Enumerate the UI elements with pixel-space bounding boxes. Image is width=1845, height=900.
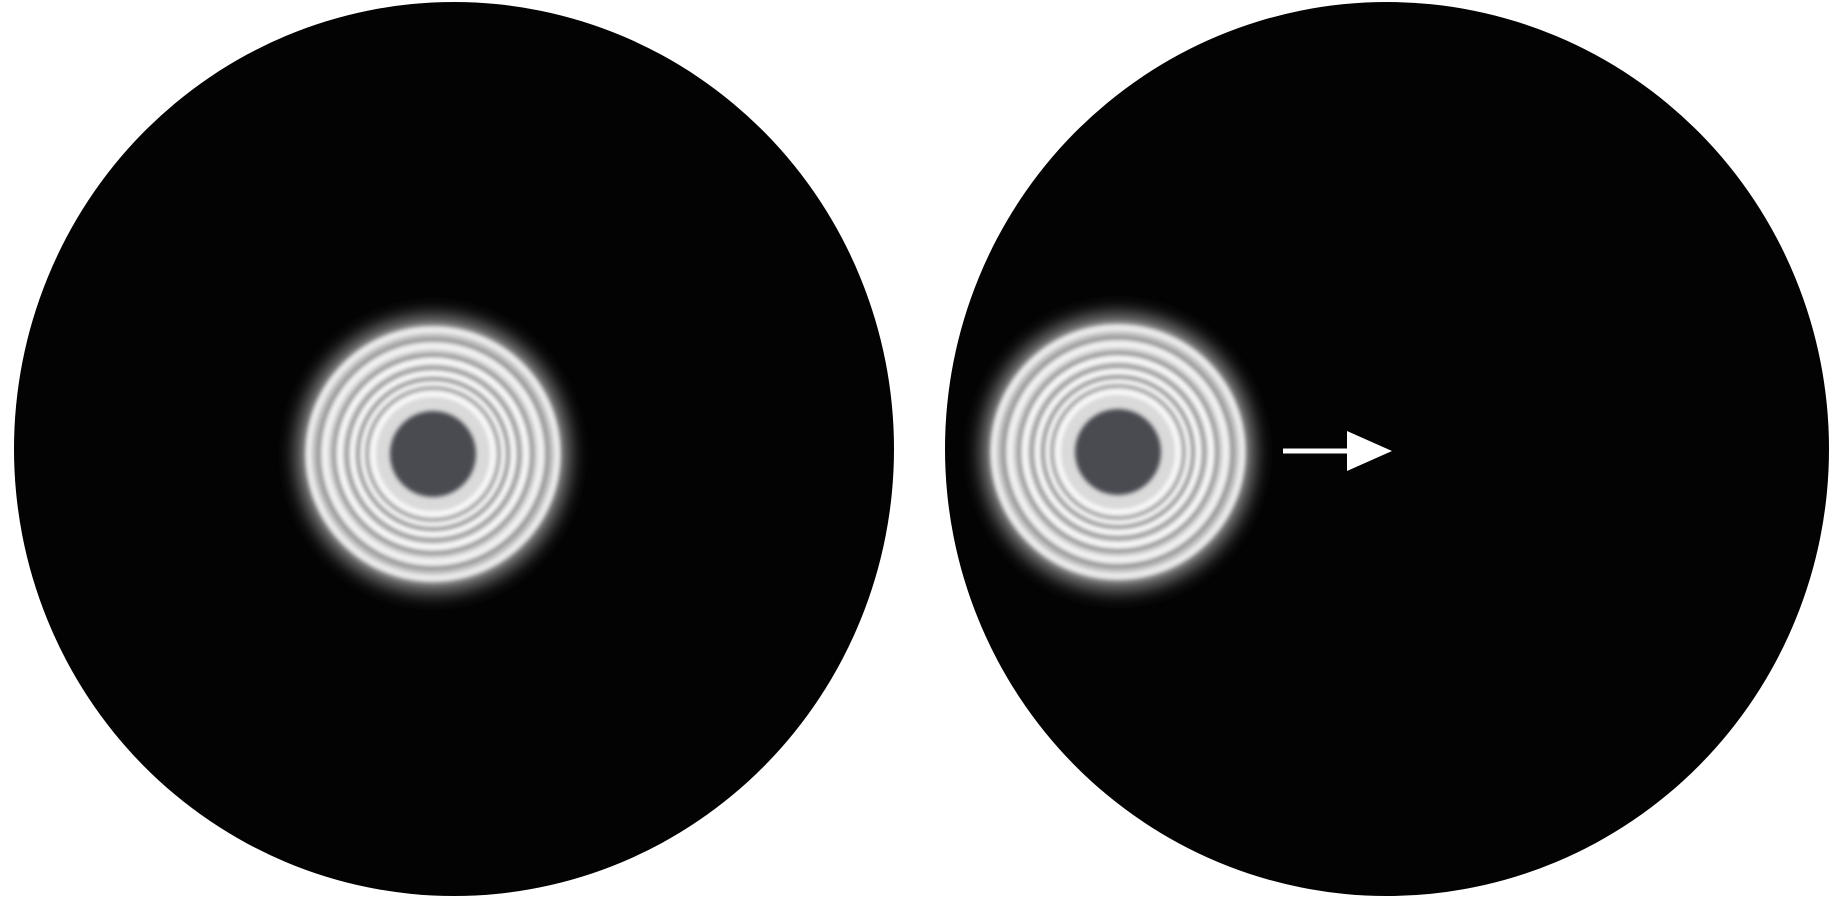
right-fringe-pattern bbox=[968, 300, 1268, 604]
right-core bbox=[1075, 409, 1161, 495]
left-core bbox=[390, 411, 476, 497]
left-fringe-pattern bbox=[283, 302, 583, 606]
left-panel bbox=[14, 2, 894, 896]
right-panel bbox=[945, 2, 1829, 896]
